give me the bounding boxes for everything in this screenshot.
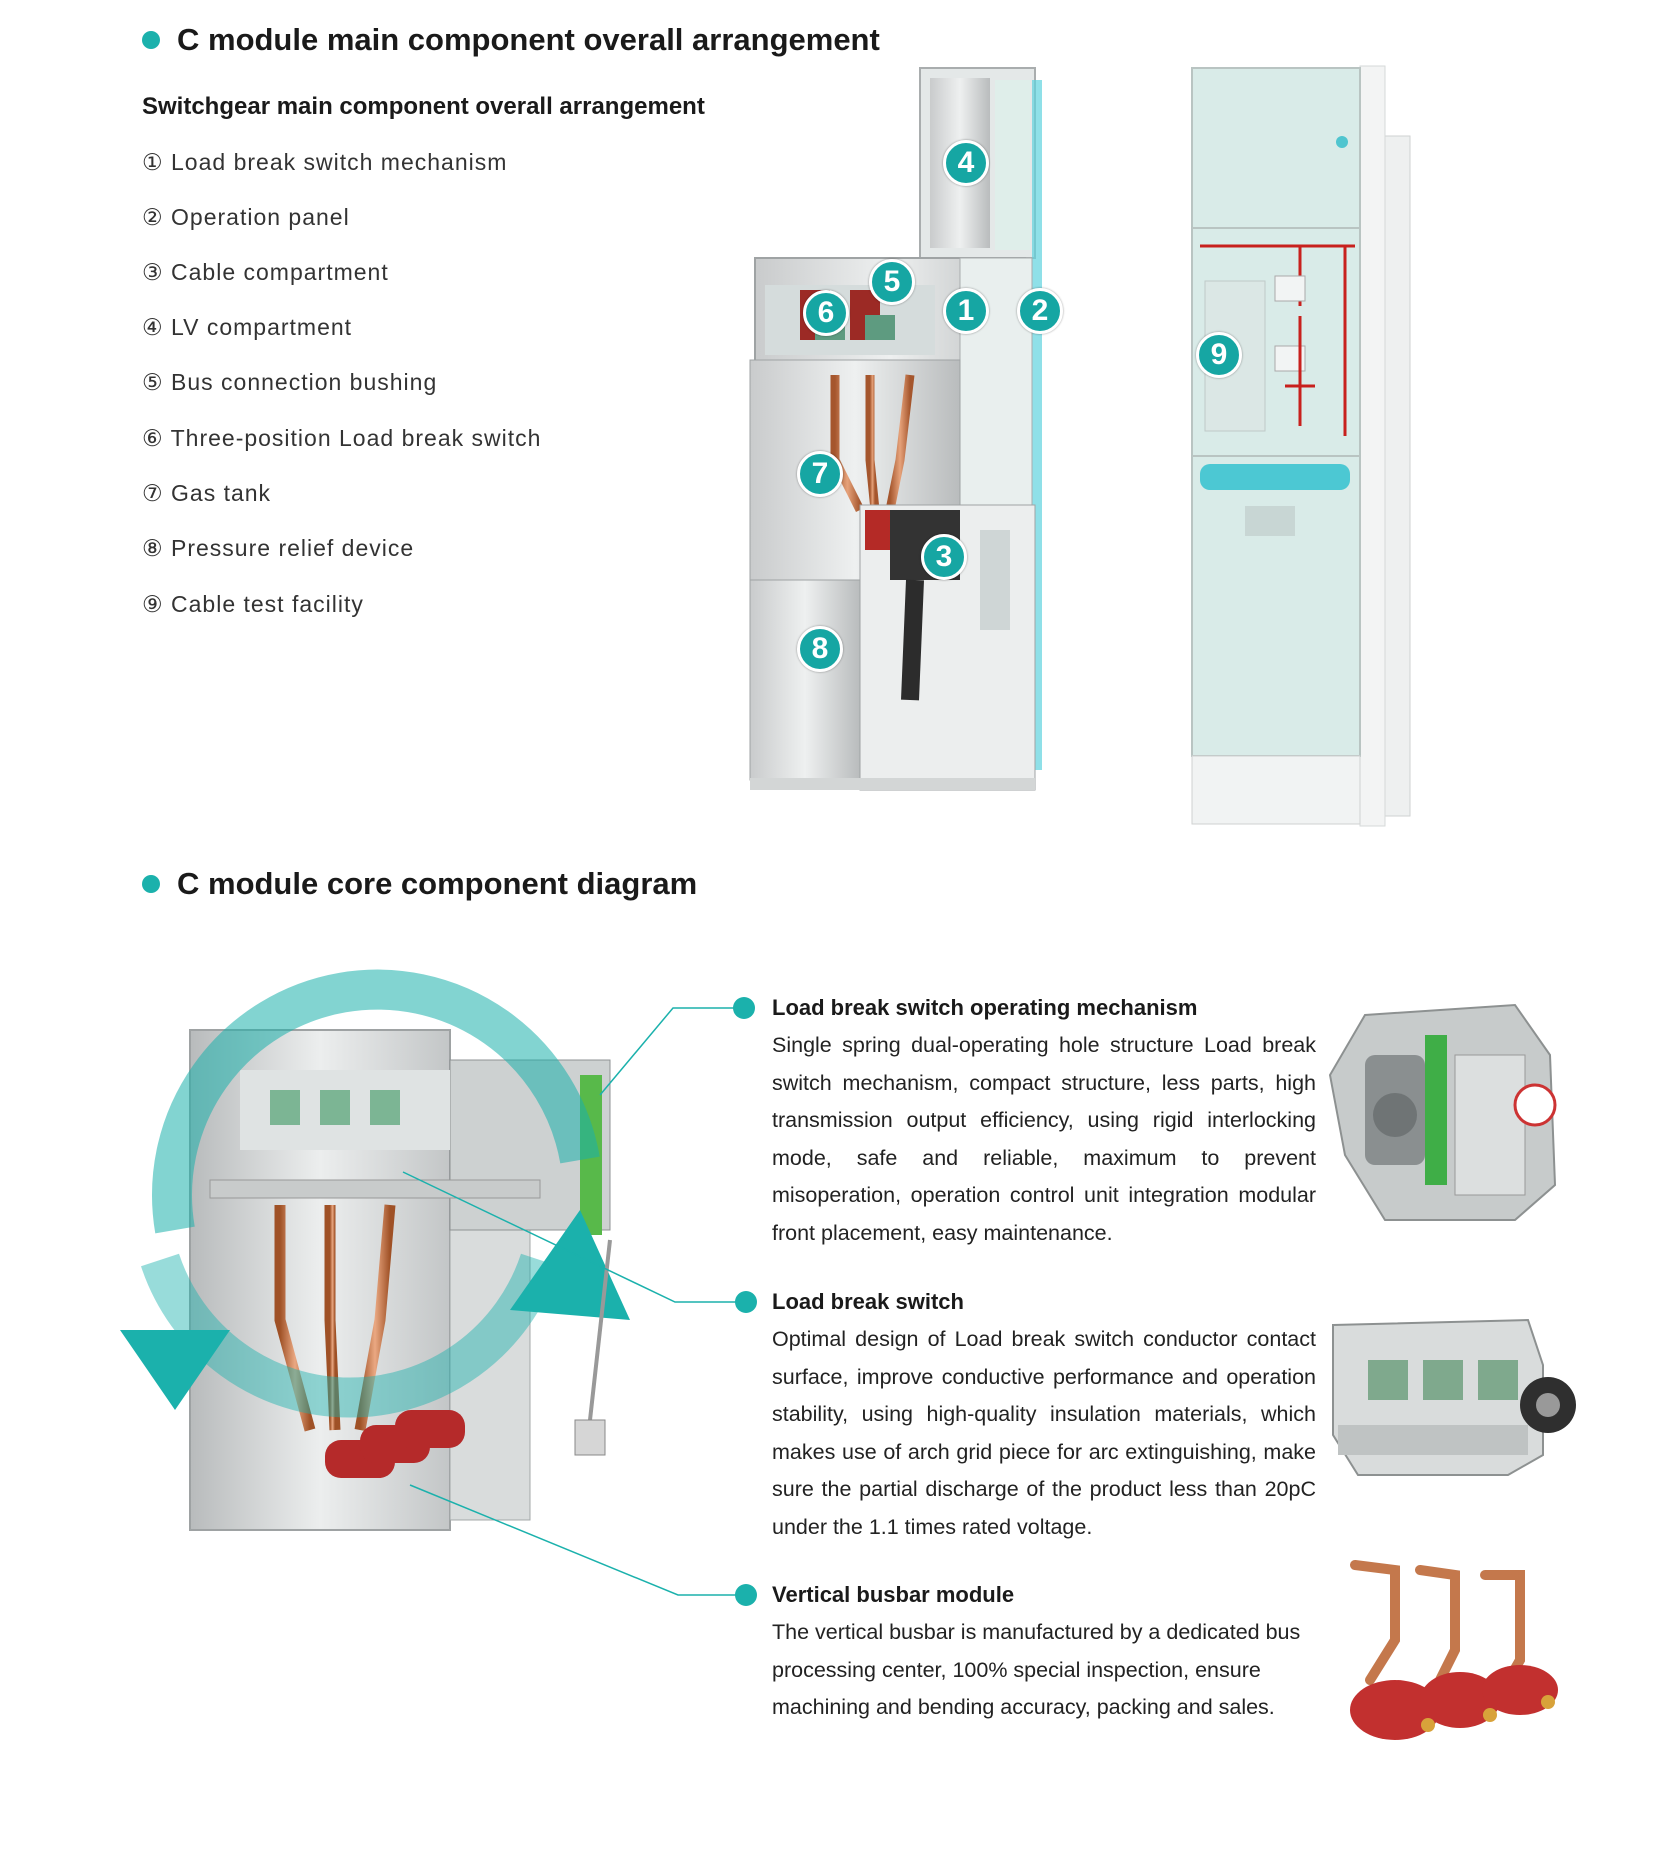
- feature-title-busbar: Vertical busbar module: [772, 1582, 1015, 1607]
- load-break-switch-photo: [1332, 1318, 1576, 1476]
- callout-badge-2: 2: [1017, 288, 1063, 334]
- feature-body-load-break-switch: Optimal design of Load break switch cond…: [772, 1327, 1316, 1539]
- feature-title-mechanism: Load break switch operating mechanism: [772, 995, 1198, 1020]
- list-label: Three-position Load break switch: [170, 425, 542, 451]
- section1-subtitle: Switchgear main component overall arrang…: [142, 93, 705, 120]
- section1-title: C module main component overall arrangem…: [177, 22, 880, 57]
- mechanism-photo: [1328, 1003, 1557, 1221]
- callout-badge-5: 5: [869, 259, 915, 305]
- feature-dot-load-break-switch: [735, 1291, 757, 1313]
- list-marker: ③: [142, 259, 164, 285]
- feature-dot-mechanism: [733, 997, 755, 1019]
- feature-body-mechanism: Single spring dual-operating hole struct…: [772, 1033, 1316, 1245]
- list-item: ⑦ Gas tank: [142, 480, 271, 507]
- list-label: Cable test facility: [171, 591, 364, 617]
- list-marker: ④: [142, 314, 164, 340]
- list-item: ⑥ Three-position Load break switch: [142, 425, 541, 452]
- busbar-module-photo: [1350, 1560, 1558, 1740]
- list-label: Gas tank: [171, 480, 272, 506]
- list-marker: ⑤: [142, 369, 164, 395]
- feature-dot-busbar: [735, 1584, 757, 1606]
- list-item: ② Operation panel: [142, 204, 350, 231]
- callout-badge-1: 1: [943, 288, 989, 334]
- list-label: LV compartment: [171, 314, 353, 340]
- list-marker: ⑧: [142, 535, 164, 561]
- list-marker: ②: [142, 204, 164, 230]
- callout-badge-3: 3: [921, 534, 967, 580]
- list-marker: ⑥: [142, 425, 164, 451]
- feature-body-busbar: The vertical busbar is manufactured by a…: [772, 1620, 1301, 1719]
- callout-badge-6: 6: [803, 290, 849, 336]
- section2-bullet: [142, 875, 160, 893]
- list-item: ① Load break switch mechanism: [142, 149, 507, 176]
- list-item: ③ Cable compartment: [142, 259, 389, 286]
- section2-title: C module core component diagram: [177, 866, 698, 901]
- list-item: ⑧ Pressure relief device: [142, 535, 414, 562]
- switchgear-open-illustration: [749, 67, 1042, 791]
- callout-badge-4: 4: [943, 140, 989, 186]
- list-label: Operation panel: [171, 204, 350, 230]
- list-label: Bus connection bushing: [171, 369, 438, 395]
- callout-badge-9: 9: [1196, 332, 1242, 378]
- list-label: Pressure relief device: [171, 535, 415, 561]
- core-component-illustration: [120, 969, 630, 1531]
- feature-title-load-break-switch: Load break switch: [772, 1289, 964, 1314]
- list-marker: ⑨: [142, 591, 164, 617]
- list-label: Load break switch mechanism: [171, 149, 508, 175]
- list-item: ⑨ Cable test facility: [142, 591, 364, 618]
- list-marker: ⑦: [142, 480, 164, 506]
- section1-bullet: [142, 31, 160, 49]
- list-marker: ①: [142, 149, 164, 175]
- list-label: Cable compartment: [171, 259, 389, 285]
- callout-badge-8: 8: [797, 626, 843, 672]
- list-item: ④ LV compartment: [142, 314, 352, 341]
- callout-badge-7: 7: [797, 451, 843, 497]
- list-item: ⑤ Bus connection bushing: [142, 369, 437, 396]
